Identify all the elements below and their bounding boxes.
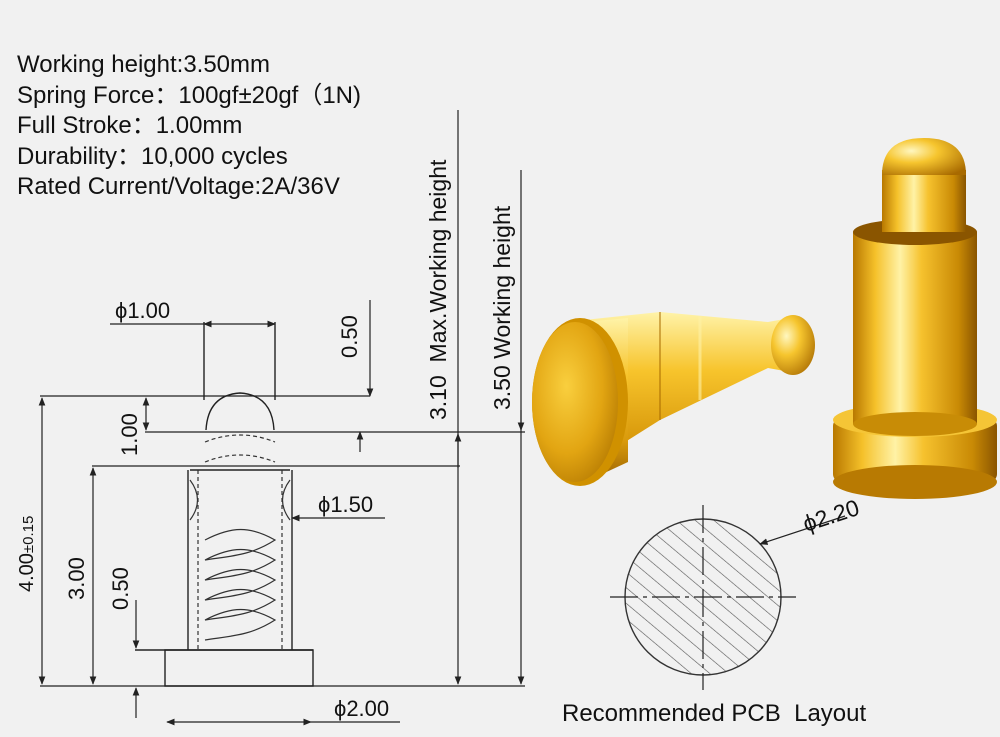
- dimension-lines: [38, 110, 525, 726]
- spec-spring-force: Spring Force：100gf±20gf（1N): [17, 81, 362, 109]
- label-pcb-diameter: ϕ2.20: [800, 494, 863, 537]
- spec-list: Working height:3.50mm Spring Force：100gf…: [17, 50, 361, 203]
- label-tip-length: 1.00: [117, 413, 142, 456]
- spec-durability: Durability：10,000 cycles: [17, 142, 288, 170]
- label-total-height: 4.00±0.15: [16, 516, 38, 592]
- pcb-layout-caption: Recommended PCB Layout: [562, 700, 866, 727]
- pogo-pin-standing: [833, 138, 997, 499]
- label-flange-height: 0.50: [108, 567, 133, 610]
- pogo-pin-lying: [532, 312, 815, 486]
- label-tip-offset: 0.50: [337, 315, 362, 358]
- label-barrel-height: 3.00: [64, 557, 89, 600]
- spec-working-height: Working height:3.50mm: [17, 51, 271, 78]
- label-working-height: 3.50 Working height: [489, 205, 515, 410]
- spec-full-stroke: Full Stroke：1.00mm: [17, 112, 243, 139]
- spring-icon: [189, 434, 291, 650]
- label-tip-diameter: ϕ1.00: [115, 298, 170, 323]
- label-total-tolerance: ±0.15: [20, 516, 37, 553]
- label-barrel-diameter: ϕ1.50: [318, 492, 373, 517]
- label-max-working-height: 3.10 Max.Working height: [425, 159, 451, 420]
- label-flange-diameter: ϕ2.00: [334, 696, 389, 721]
- pin-outline: [135, 322, 314, 687]
- spec-rated-current: Rated Current/Voltage:2A/36V: [17, 173, 340, 200]
- label-total-value: 4.00: [16, 553, 38, 592]
- pcb-layout: [610, 505, 846, 690]
